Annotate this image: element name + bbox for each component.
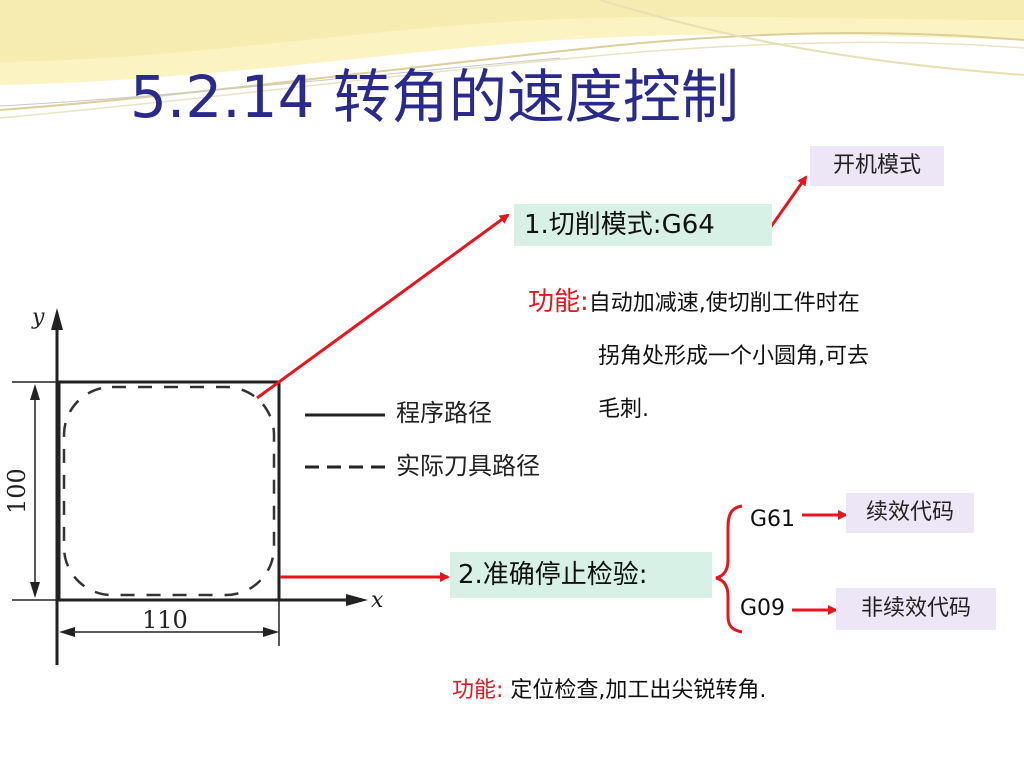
- cutting-mode-box: 1.切削模式:G64: [514, 204, 772, 246]
- height-dimension: [30, 384, 40, 598]
- width-dimension: [59, 627, 279, 637]
- program-path-rect: [57, 380, 281, 602]
- cutting-mode-function-line2: 拐角处形成一个小圆角,可去: [598, 344, 869, 369]
- nonmodal-code-box: 非续效代码: [836, 588, 996, 630]
- y-axis: [51, 308, 63, 665]
- arrow-to-mode1: [256, 213, 510, 400]
- exact-stop-function-text: 定位检查,加工出尖锐转角.: [510, 678, 767, 703]
- cutting-mode-function-label: 功能:: [528, 287, 589, 317]
- g61-code: G61: [750, 507, 796, 532]
- g09-code: G09: [740, 596, 786, 621]
- exact-stop-box: 2.准确停止检验:: [450, 552, 712, 598]
- cutting-mode-function: 功能:自动加减速,使切削工件时在 拐角处形成一个小圆角,可去 毛刺.: [528, 276, 968, 436]
- legend-tool-path: 实际刀具路径: [396, 452, 540, 480]
- exact-stop-function: 功能: 定位检查,加工出尖锐转角.: [452, 680, 766, 702]
- legend-program-path: 程序路径: [396, 399, 492, 427]
- tool-path-rounded: [62, 385, 276, 597]
- header-swoosh-decoration: [0, 0, 1024, 119]
- cutting-mode-label: 1.切削模式:G64: [524, 210, 715, 240]
- cutting-mode-function-line1: 自动加减速,使切削工件时在: [588, 291, 860, 316]
- height-dimension-label: 100: [3, 468, 31, 514]
- exact-stop-function-label: 功能:: [452, 678, 504, 703]
- startup-mode-label: 开机模式: [832, 153, 921, 178]
- exact-stop-label: 2.准确停止检验:: [458, 560, 648, 590]
- slide-title: 5.2.14 转角的速度控制: [130, 63, 739, 131]
- modal-code-label: 续效代码: [865, 500, 954, 525]
- width-dimension-label: 110: [142, 606, 188, 634]
- curly-brace: [715, 504, 743, 634]
- modal-code-box: 续效代码: [846, 493, 974, 533]
- y-axis-label: y: [32, 305, 45, 330]
- nonmodal-code-label: 非续效代码: [860, 596, 971, 621]
- cutting-mode-function-line3: 毛刺.: [598, 397, 649, 422]
- startup-mode-box: 开机模式: [810, 146, 944, 186]
- x-axis-label: x: [371, 588, 384, 613]
